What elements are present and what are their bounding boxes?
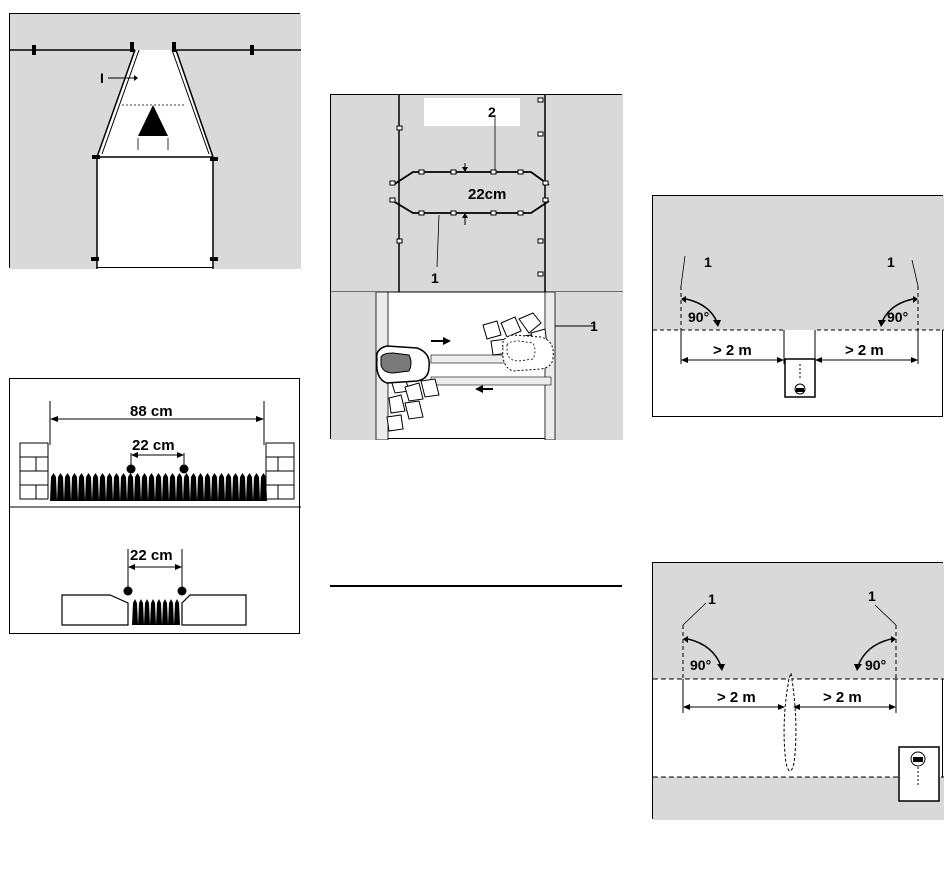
angle-left: 90° bbox=[690, 657, 711, 673]
grass-strip bbox=[50, 473, 267, 501]
arrow-left-icon bbox=[475, 385, 483, 393]
angle-right: 90° bbox=[865, 657, 886, 673]
lawn-right bbox=[213, 50, 301, 269]
label-2: 2 bbox=[488, 104, 496, 120]
station-placement-b-diagram: 1 1 90° 90° > 2 m > 2 m bbox=[653, 563, 944, 820]
stones-bottom bbox=[387, 377, 439, 431]
station-placement-a-diagram: 1 1 90° 90° > 2 m > 2 m bbox=[653, 196, 944, 418]
figure-passage-width: 88 cm 22 cm 22 cm bbox=[9, 378, 300, 634]
label-I: I bbox=[100, 70, 104, 86]
wire-spacing-label: 22 cm bbox=[132, 437, 175, 454]
angle-left: 90° bbox=[688, 309, 709, 325]
passage-width-diagram: 88 cm 22 cm 22 cm bbox=[10, 379, 301, 635]
grass-strip-slab bbox=[132, 599, 180, 625]
distance-right: > 2 m bbox=[845, 342, 884, 359]
figure-corridor: I bbox=[9, 13, 300, 268]
corridor-diagram: I bbox=[10, 14, 301, 269]
label-1-lower: 1 bbox=[590, 318, 598, 334]
lawn-left bbox=[10, 50, 97, 269]
spacing-label: 22cm bbox=[468, 186, 506, 203]
figure-station-placement-b: 1 1 90° 90° > 2 m > 2 m bbox=[652, 562, 943, 819]
slab-spacing-label: 22 cm bbox=[130, 547, 173, 564]
wire-right-dot bbox=[180, 465, 189, 474]
wire-left-dot bbox=[127, 465, 136, 474]
arrow-right-icon bbox=[443, 337, 451, 345]
figure-guide-wire: 2 22cm 1 1 bbox=[330, 94, 622, 439]
passage-width-label: 88 cm bbox=[130, 403, 173, 420]
wall-left bbox=[20, 443, 48, 499]
distance-left: > 2 m bbox=[717, 689, 756, 706]
hedge-top bbox=[10, 14, 301, 50]
slab-right bbox=[182, 595, 246, 625]
passage-opening-shape bbox=[138, 105, 168, 136]
label-1-left: 1 bbox=[708, 591, 716, 607]
label-1-upper: 1 bbox=[431, 270, 439, 286]
guide-wire-diagram: 2 22cm 1 1 bbox=[331, 95, 623, 440]
distance-left: > 2 m bbox=[713, 342, 752, 359]
slab-left bbox=[62, 595, 128, 625]
island-wire bbox=[784, 673, 796, 771]
section-divider bbox=[330, 585, 622, 587]
path-area bbox=[424, 98, 520, 126]
figure-station-placement-a: 1 1 90° 90° > 2 m > 2 m bbox=[652, 195, 943, 417]
label-1-right: 1 bbox=[868, 588, 876, 604]
label-1-left: 1 bbox=[704, 254, 712, 270]
wall-right bbox=[266, 443, 294, 499]
label-1-right: 1 bbox=[887, 254, 895, 270]
angle-right: 90° bbox=[887, 309, 908, 325]
distance-right: > 2 m bbox=[823, 689, 862, 706]
